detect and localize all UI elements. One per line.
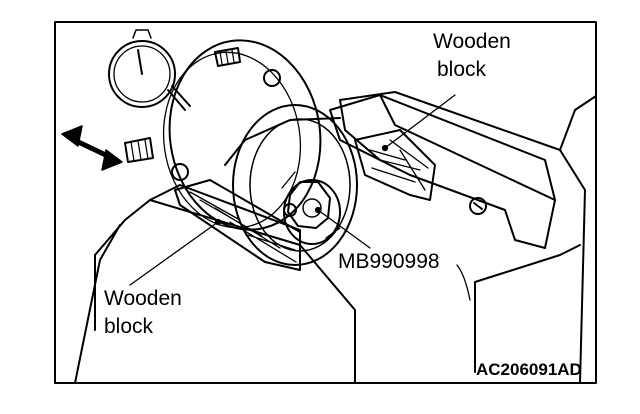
- leader-wooden-block-top: [384, 94, 456, 149]
- dial-gauge-needle: [137, 49, 143, 75]
- leader-tool-number: [456, 264, 471, 301]
- dial-gauge-stem: [167, 85, 191, 111]
- leader-nut: [317, 209, 371, 249]
- vice-bolt-icon: [469, 197, 487, 215]
- leader-wooden-block-bottom: [129, 221, 219, 286]
- figure-frame: [54, 21, 597, 384]
- hub-nut: [281, 171, 341, 245]
- label-wooden-block-top-line2: block: [437, 58, 487, 81]
- vice-body: [339, 91, 597, 384]
- label-tool-number: MB990998: [336, 250, 442, 275]
- dial-gauge: [108, 29, 191, 111]
- double-arrow-icon: [61, 125, 123, 171]
- figure-id: AC206091AD: [476, 360, 582, 379]
- vice-jaw-right: [329, 94, 556, 249]
- flange-hole: [263, 69, 281, 87]
- bearing-housing: [224, 104, 358, 266]
- flange-hole: [171, 163, 189, 181]
- leader-lines: [129, 94, 471, 301]
- dial-gauge-face: [108, 40, 176, 108]
- wooden-block-right: [354, 129, 436, 201]
- label-wooden-block-top-line1: Wooden: [433, 30, 511, 53]
- vice-jaw-left: [74, 184, 356, 384]
- wooden-block-left: [174, 179, 301, 271]
- label-wooden-block-bottom-line1: Wooden: [104, 287, 182, 310]
- wheel-studs: [124, 47, 241, 163]
- label-wooden-block-bottom-line2: block: [104, 315, 154, 338]
